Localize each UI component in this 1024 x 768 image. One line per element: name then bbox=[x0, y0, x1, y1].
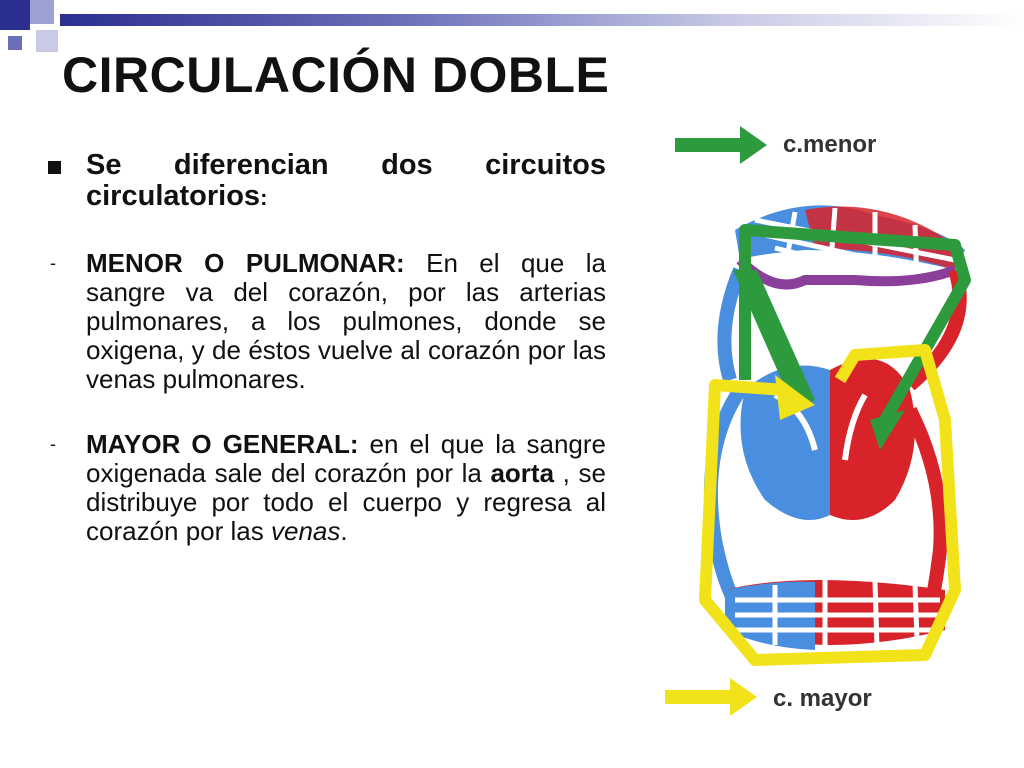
minor-circuit-arrowhead-icon bbox=[733, 270, 815, 410]
major-circuit-path bbox=[699, 344, 961, 666]
double-circulation-diagram: c.menor c. mayor bbox=[665, 126, 971, 716]
body-capillaries bbox=[725, 580, 945, 650]
circuit-item: - MAYOR O GENERAL: en el que la sangre ox… bbox=[48, 430, 606, 546]
slide-body: Se diferencian dos circuitos circulatori… bbox=[48, 150, 606, 582]
intro-text: Se diferencian dos circuitos circulatori… bbox=[86, 149, 606, 212]
circuit-text-part: MENOR O PULMONAR: bbox=[86, 248, 405, 278]
circuit-text-part: . bbox=[340, 516, 348, 546]
deco-square bbox=[0, 0, 30, 30]
deco-square bbox=[8, 36, 22, 50]
dash-marker: - bbox=[50, 434, 56, 454]
intro-bullet: Se diferencian dos circuitos circulatori… bbox=[48, 150, 606, 213]
green-arrow-icon bbox=[675, 126, 767, 164]
label-major-circuit: c. mayor bbox=[773, 685, 872, 712]
deco-gradient-bar bbox=[60, 14, 1024, 26]
circuit-text-part: aorta bbox=[490, 458, 555, 488]
major-circuit-arrowhead-icon bbox=[775, 375, 815, 420]
deco-square bbox=[30, 0, 54, 24]
circuit-text-part: en el que la sangre oxigenada sale del c… bbox=[86, 429, 606, 488]
square-bullet-icon bbox=[48, 161, 61, 174]
minor-circuit-arrowhead-icon bbox=[870, 410, 905, 450]
circuit-item: - MENOR O PULMONAR: En el que la sangre v… bbox=[48, 249, 606, 394]
circuit-text-part: , se distribuye por todo el cuerpo y reg… bbox=[86, 458, 606, 546]
dash-marker: - bbox=[50, 253, 56, 273]
circuit-text-part: En el que la sangre va del corazón, por … bbox=[86, 248, 606, 394]
yellow-arrow-icon bbox=[665, 678, 757, 716]
deco-square bbox=[36, 30, 58, 52]
slide-title: CIRCULACIÓN DOBLE bbox=[62, 47, 610, 103]
intro-colon: : bbox=[260, 185, 268, 210]
circuit-list: - MENOR O PULMONAR: En el que la sangre v… bbox=[48, 249, 606, 546]
major-circuit-legend: c. mayor bbox=[665, 678, 872, 716]
circuit-text-part: venas bbox=[270, 516, 341, 546]
decorative-header bbox=[0, 0, 1024, 60]
minor-circuit-legend: c.menor bbox=[675, 126, 876, 164]
label-minor-circuit: c.menor bbox=[783, 131, 876, 158]
circuit-text-part: MAYOR O GENERAL: bbox=[86, 429, 359, 459]
